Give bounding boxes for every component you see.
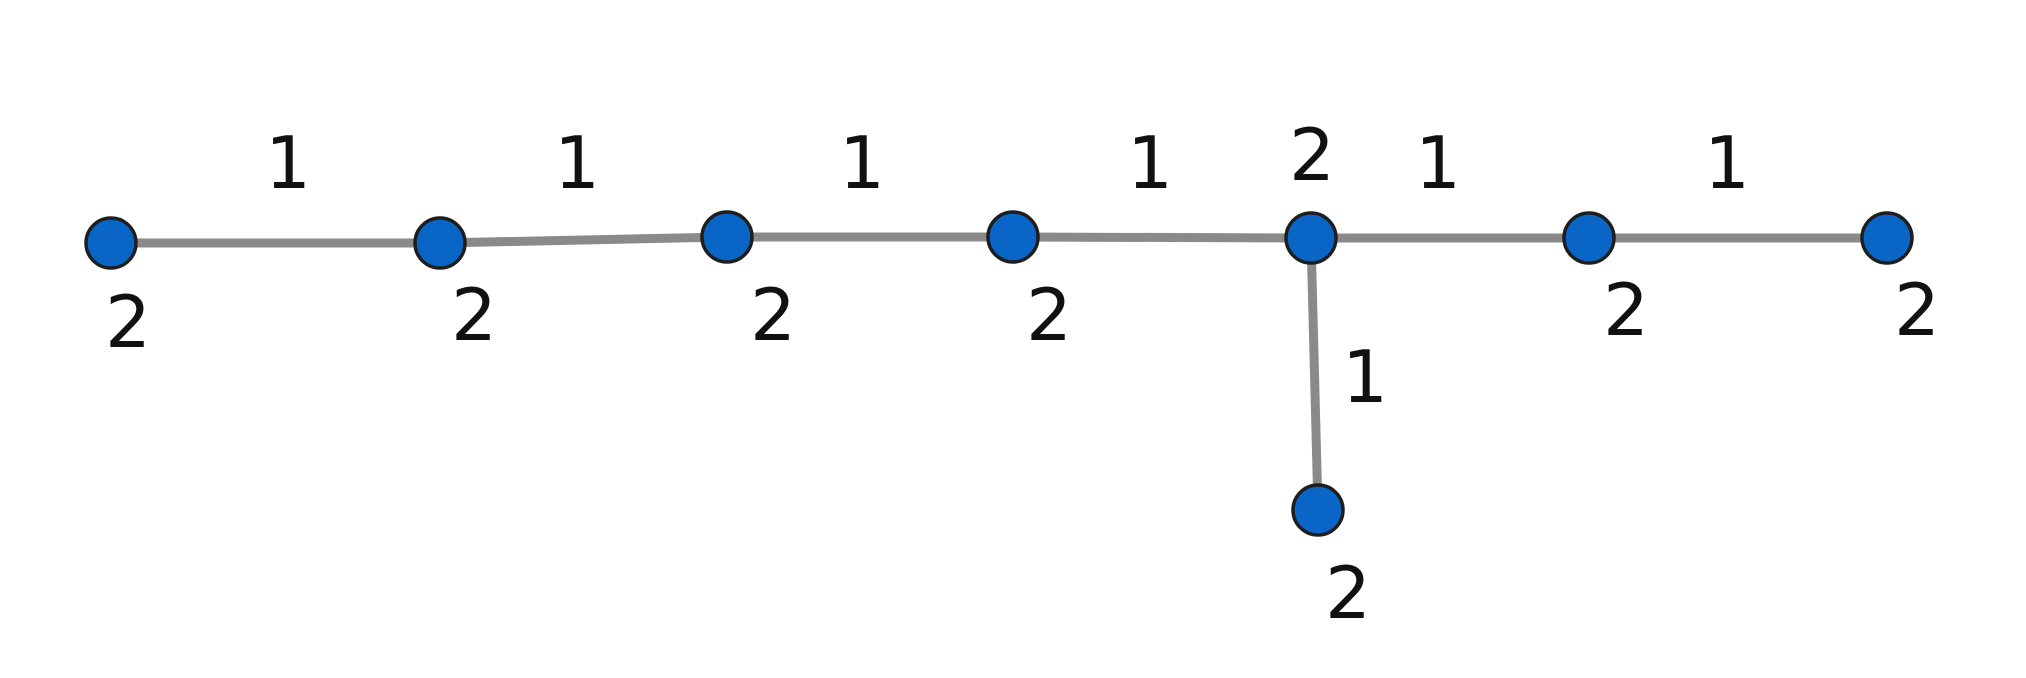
node-weight-label: 2 — [1026, 273, 1072, 357]
node-weight-label: 2 — [1603, 268, 1649, 352]
node-v7 — [1860, 211, 1914, 265]
edge-weight-label: 1 — [1415, 121, 1461, 205]
node-v4 — [986, 210, 1040, 264]
node-v5 — [1284, 211, 1338, 265]
node-weight-label: 2 — [1289, 113, 1335, 197]
node-v1 — [84, 216, 138, 270]
edge-v4-v5 — [1008, 232, 1316, 243]
edge-weight-label: 1 — [554, 121, 600, 205]
edge-weight-label: 1 — [839, 121, 885, 205]
edge-weight-label: 1 — [1342, 335, 1388, 419]
node-weight-label: 2 — [750, 273, 796, 357]
edge-weight-label: 1 — [1704, 121, 1750, 205]
edge-v2-v3 — [435, 232, 732, 248]
edges-layer — [106, 232, 1892, 515]
node-weight-label: 2 — [1894, 268, 1940, 352]
edge-weight-label: 1 — [1127, 121, 1173, 205]
node-v2 — [413, 216, 467, 270]
node-v3 — [700, 210, 754, 264]
node-weight-label: 2 — [451, 273, 497, 357]
node-v6 — [1562, 211, 1616, 265]
nodes-layer — [84, 210, 1914, 537]
node-v8 — [1291, 483, 1345, 537]
edge-weight-label: 1 — [265, 121, 311, 205]
edge-v5-v8 — [1306, 233, 1323, 515]
node-weight-label: 2 — [1325, 551, 1371, 635]
node-weight-label: 2 — [105, 280, 151, 364]
